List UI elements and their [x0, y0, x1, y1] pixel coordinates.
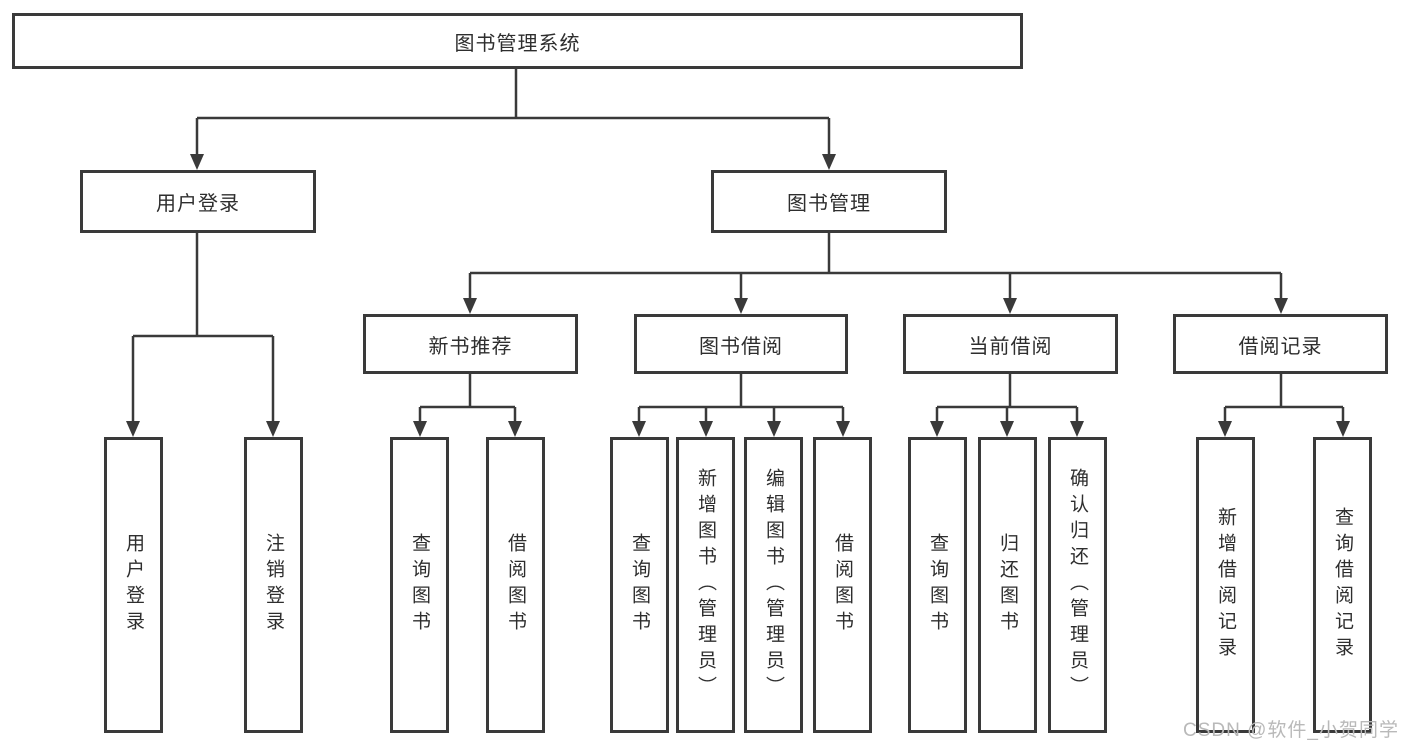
- leaf-nbr-borrow-books: 借阅图书: [486, 437, 545, 733]
- connector-paths: [131, 69, 1345, 424]
- node-new-book-recommend: 新书推荐: [363, 314, 578, 374]
- leaf-nbr-query-books: 查询图书: [390, 437, 449, 733]
- leaf-bb-add-books-admin: 新增图书（管理员）: [676, 437, 735, 733]
- node-book-management: 图书管理: [711, 170, 947, 233]
- leaf-user-login: 用户登录: [104, 437, 163, 733]
- arrowheads: [126, 154, 1350, 437]
- leaf-br-query-record: 查询借阅记录: [1313, 437, 1372, 733]
- node-current-borrow: 当前借阅: [903, 314, 1118, 374]
- leaf-bb-borrow-books: 借阅图书: [813, 437, 872, 733]
- leaf-bb-query-books: 查询图书: [610, 437, 669, 733]
- leaf-br-add-record: 新增借阅记录: [1196, 437, 1255, 733]
- node-book-borrow: 图书借阅: [634, 314, 848, 374]
- leaf-cb-query-books: 查询图书: [908, 437, 967, 733]
- leaf-cb-return-books: 归还图书: [978, 437, 1037, 733]
- leaf-logout: 注销登录: [244, 437, 303, 733]
- csdn-watermark: CSDN @软件_小贺同学: [1183, 720, 1399, 741]
- node-user-login: 用户登录: [80, 170, 316, 233]
- leaf-bb-edit-books-admin: 编辑图书（管理员）: [744, 437, 803, 733]
- node-root-system: 图书管理系统: [12, 13, 1023, 69]
- node-borrow-records: 借阅记录: [1173, 314, 1388, 374]
- leaf-cb-confirm-return-admin: 确认归还（管理员）: [1048, 437, 1107, 733]
